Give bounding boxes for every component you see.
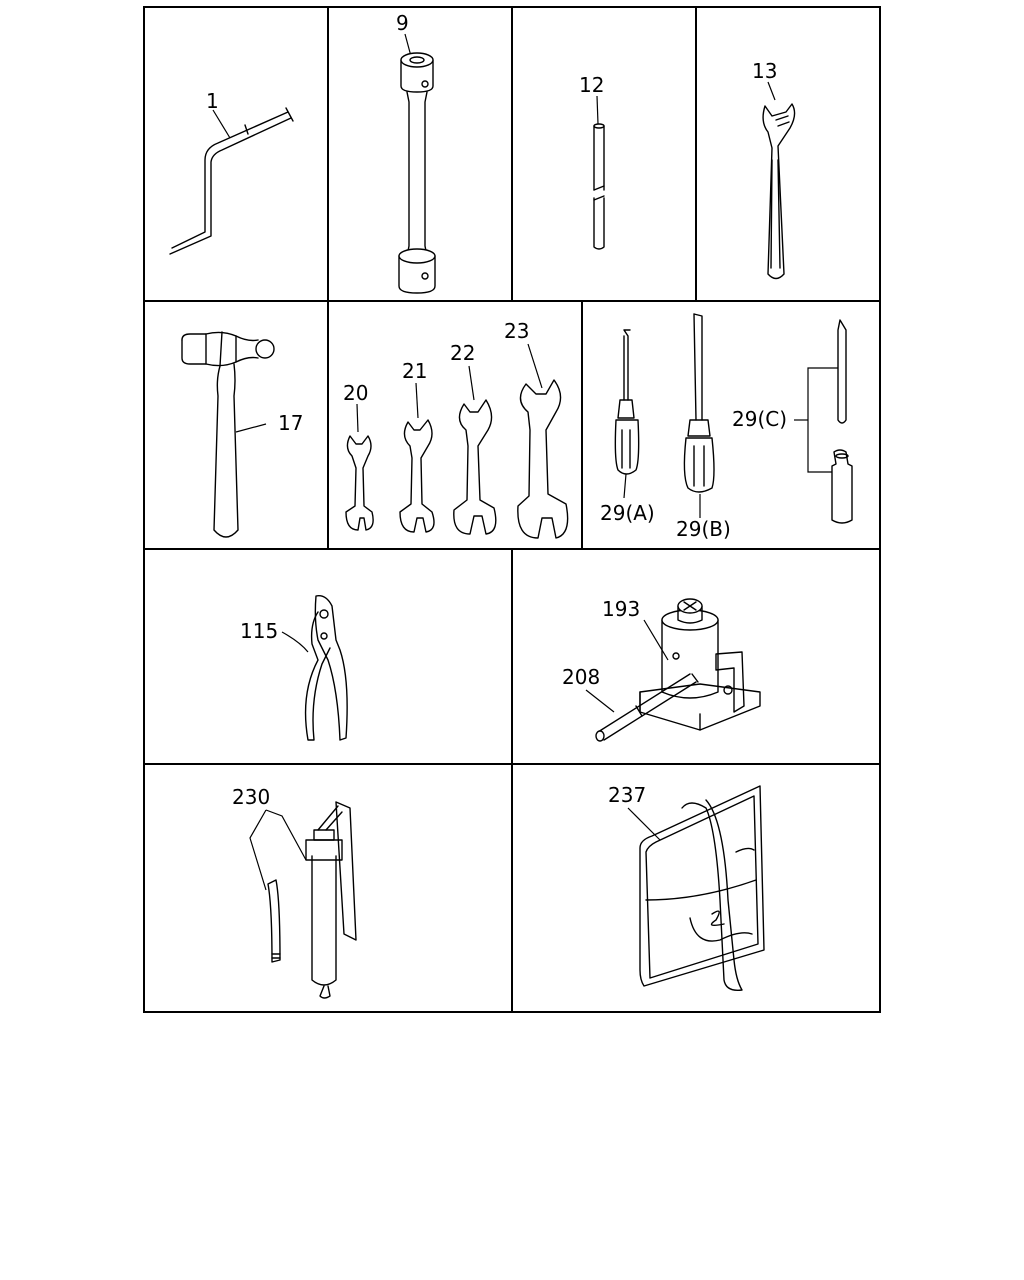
part-label-13: 13	[752, 59, 777, 83]
part-label-17: 17	[278, 411, 303, 435]
bottle-jack-part: 193 208	[562, 597, 761, 742]
part-label-237: 237	[608, 783, 646, 807]
part-label-208: 208	[562, 665, 600, 689]
grease-gun-part: 230	[232, 785, 357, 999]
adjustable-wrench-part: 13	[752, 59, 796, 280]
part-label-22: 22	[450, 341, 475, 365]
part-label-193: 193	[602, 597, 640, 621]
diagram-grid	[143, 6, 881, 1013]
part-label-29c: 29(C)	[732, 407, 787, 431]
box-wrench-part: 9	[396, 11, 436, 294]
rod-part: 12	[579, 73, 605, 250]
open-end-wrenches-part: 20 21 22 23	[343, 319, 569, 539]
crank-handle-part: 1	[169, 89, 294, 255]
part-label-21: 21	[402, 359, 427, 383]
part-label-29b: 29(B)	[676, 517, 731, 541]
part-label-230: 230	[232, 785, 270, 809]
part-label-12: 12	[579, 73, 604, 97]
part-label-9: 9	[396, 11, 409, 35]
part-label-1: 1	[206, 89, 219, 113]
part-label-29a: 29(A)	[600, 501, 655, 525]
tool-bag-part: 237	[608, 783, 765, 991]
part-label-20: 20	[343, 381, 368, 405]
hammer-part: 17	[181, 331, 303, 538]
part-label-115: 115	[240, 619, 278, 643]
screwdrivers-part: 29(A) 29(B) 29(C)	[600, 313, 853, 541]
part-label-23: 23	[504, 319, 529, 343]
pliers-part: 115	[240, 595, 348, 741]
